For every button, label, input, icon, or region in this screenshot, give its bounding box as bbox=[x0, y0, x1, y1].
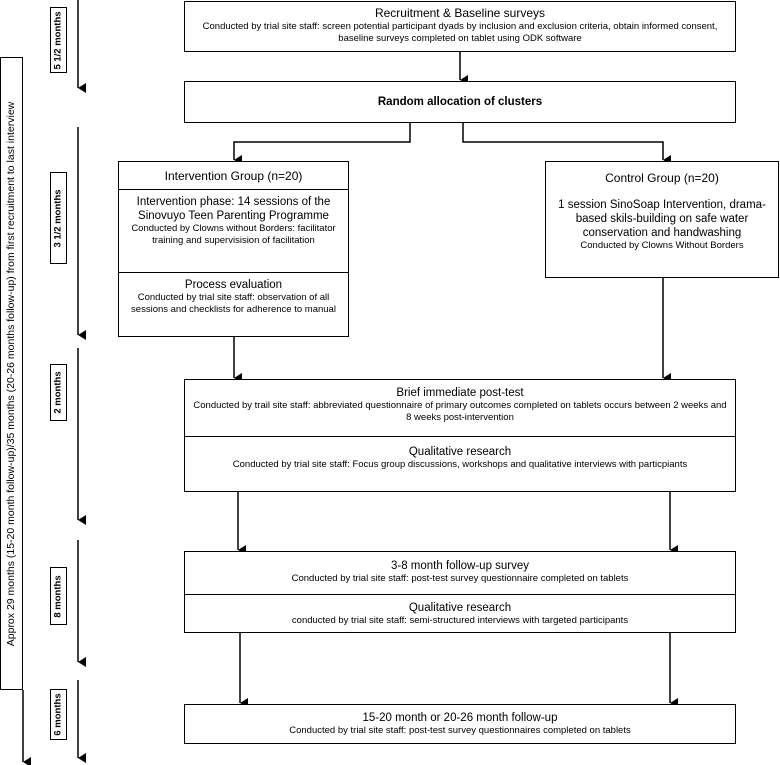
allocation-box: Random allocation of clusters bbox=[184, 81, 736, 123]
posttest-title: Brief immediate post-test bbox=[396, 387, 524, 399]
posttest-box: Brief immediate post-test Conducted by t… bbox=[184, 379, 736, 492]
control-box: Control Group (n=20) 1 session SinoSoap … bbox=[545, 161, 779, 278]
followup2-title: 15-20 month or 20-26 month follow-up bbox=[362, 712, 558, 724]
control-header-section: Control Group (n=20) bbox=[546, 162, 778, 192]
followup1-section: 3-8 month follow-up survey Conducted by … bbox=[185, 552, 735, 594]
recruitment-title: Recruitment & Baseline surveys bbox=[374, 6, 546, 20]
intervention-box: Intervention Group (n=20) Intervention p… bbox=[118, 161, 349, 337]
recruitment-section: Recruitment & Baseline surveys Conducted… bbox=[185, 2, 735, 45]
phase-duration-4: 8 months bbox=[50, 567, 67, 625]
followup1-title: 3-8 month follow-up survey bbox=[390, 560, 530, 572]
posttest-qual-section: Qualitative research Conducted by trial … bbox=[185, 436, 735, 471]
recruitment-detail: Conducted by trial site staff: screen po… bbox=[202, 21, 718, 44]
followup2-section: 15-20 month or 20-26 month follow-up Con… bbox=[185, 705, 735, 737]
phase-duration-1-text: 5 1/2 months bbox=[53, 10, 65, 70]
posttest-qual-detail: Conducted by trial site staff: Focus gro… bbox=[232, 459, 688, 470]
followup1-qual-title: Qualitative research bbox=[408, 602, 512, 614]
control-detail: Conducted by Clowns Without Borders bbox=[580, 240, 744, 251]
timeline-overall-text: Approx 29 months (15-20 month follow-up)… bbox=[5, 101, 18, 646]
phase-duration-5: 6 months bbox=[50, 689, 67, 740]
posttest-detail: Conducted by trail site staff: abbreviat… bbox=[193, 400, 727, 423]
allocation-title: Random allocation of clusters bbox=[377, 96, 543, 108]
phase-duration-2-text: 3 1/2 months bbox=[53, 188, 65, 248]
phase-duration-3-text: 2 months bbox=[53, 371, 65, 414]
followup2-detail: Conducted by trial site staff: post-test… bbox=[289, 725, 631, 736]
process-evaluation-title: Process evaluation bbox=[184, 279, 283, 291]
phase-duration-2: 3 1/2 months bbox=[50, 172, 67, 264]
phase-duration-5-text: 6 months bbox=[53, 693, 65, 736]
phase-duration-4-text: 8 months bbox=[53, 574, 65, 618]
intervention-phase-detail: Conducted by Clowns without Borders: fac… bbox=[131, 223, 336, 246]
arrow-allocation-control bbox=[462, 123, 671, 165]
followup1-qual-section: Qualitative research conducted by trial … bbox=[185, 594, 735, 627]
followup2-box: 15-20 month or 20-26 month follow-up Con… bbox=[184, 704, 736, 744]
followup1-qual-detail: conducted by trial site staff: semi-stru… bbox=[291, 615, 629, 626]
control-title: 1 session SinoSoap Intervention, drama-b… bbox=[558, 199, 766, 239]
followup1-detail: Conducted by trial site staff: post-test… bbox=[291, 573, 629, 584]
control-body-section: 1 session SinoSoap Intervention, drama-b… bbox=[546, 192, 778, 252]
phase-duration-3: 2 months bbox=[50, 364, 67, 421]
arrow-allocation-intervention bbox=[233, 123, 411, 165]
posttest-section: Brief immediate post-test Conducted by t… bbox=[185, 380, 735, 436]
intervention-phase-title: Intervention phase: 14 sessions of the S… bbox=[136, 196, 331, 222]
timeline-overall-label: Approx 29 months (15-20 month follow-up)… bbox=[0, 57, 23, 690]
recruitment-box: Recruitment & Baseline surveys Conducted… bbox=[184, 1, 736, 52]
intervention-phase-section: Intervention phase: 14 sessions of the S… bbox=[119, 189, 348, 272]
posttest-qual-title: Qualitative research bbox=[408, 446, 512, 458]
phase-duration-1: 5 1/2 months bbox=[50, 7, 67, 73]
control-header: Control Group (n=20) bbox=[605, 171, 719, 185]
process-evaluation-section: Process evaluation Conducted by trial si… bbox=[119, 272, 348, 316]
intervention-header-section: Intervention Group (n=20) bbox=[119, 162, 348, 189]
process-evaluation-detail: Conducted by trial site staff: observati… bbox=[131, 292, 336, 315]
intervention-header: Intervention Group (n=20) bbox=[164, 169, 303, 183]
followup1-box: 3-8 month follow-up survey Conducted by … bbox=[184, 551, 736, 633]
